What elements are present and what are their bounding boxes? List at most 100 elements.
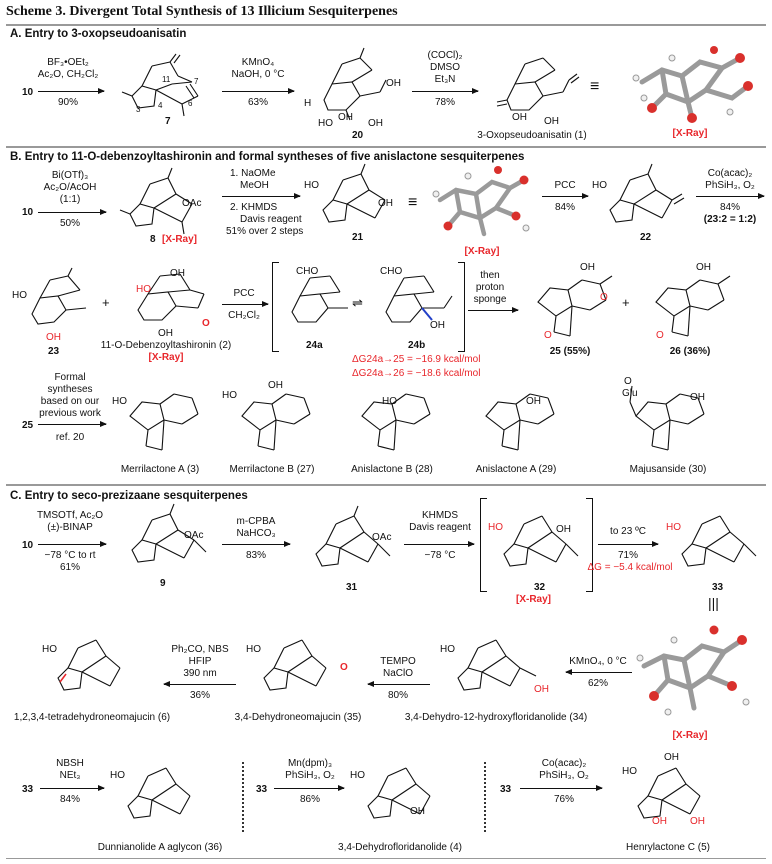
b-step4-reagent-3: 84%: [719, 202, 741, 213]
c-step5-arrow: [565, 669, 632, 675]
structure-30: [629, 385, 705, 451]
b-formal-reagent-1: Formal: [54, 372, 86, 383]
b-26-o: O: [656, 330, 664, 341]
a-step3-reagent-1: (COCl)₂: [427, 50, 463, 61]
c-row3-start-3: 33: [500, 784, 512, 795]
b-equilibrium: ⇌: [352, 295, 363, 310]
c-step1-reagent-1: TMSOTf, Ac₂O: [36, 510, 104, 521]
c-row3-2-yield: 86%: [299, 794, 321, 805]
structure-20: [323, 47, 387, 121]
b-step6-arrow: [468, 307, 519, 313]
c-step4-reagent-1: to 23 ºC: [610, 526, 646, 537]
structure-3: [129, 393, 199, 451]
structure-27: [241, 393, 311, 451]
b-plus-2: +: [622, 295, 630, 310]
c-row3-2-product: 3,4-Dehydrofloridanolide (4): [338, 842, 462, 853]
c-row3-1-arrow: [40, 785, 105, 791]
c-33-xray: [X-Ray]: [672, 730, 708, 741]
b-compound-26-label: 26 (36%): [669, 346, 711, 357]
structure-5: [637, 767, 701, 819]
c-row3-1-reagent-1: NBSH: [56, 758, 84, 769]
c-31-oac: OAc: [372, 532, 392, 543]
a-atom-7: 7: [194, 77, 199, 86]
c-compound-34-label: 3,4-Dehydro-12-hydroxyfloridanolide (34): [404, 712, 588, 723]
bottom-rule: [6, 858, 766, 859]
c-step7-reagent-2: HFIP: [188, 656, 212, 667]
c-row3-1-product: Dunnianolide A aglycon (36): [97, 842, 223, 853]
b-25-o: O: [544, 330, 552, 341]
b-compound-25-label: 25 (55%): [549, 346, 591, 357]
c-row3-start-2: 33: [256, 784, 268, 795]
c-4-oh: OH: [410, 806, 425, 817]
structure-24a: [291, 275, 348, 323]
a-step3-yield: 78%: [434, 97, 456, 108]
c-step6-reagent-2: NaClO: [382, 668, 414, 679]
c-row3-3-arrow: [520, 785, 603, 791]
b-8-xray: [X-Ray]: [162, 234, 198, 245]
a-20-h: H: [304, 98, 312, 109]
b-formal-start: 25: [22, 420, 34, 431]
b-26-oh: OH: [696, 262, 711, 273]
c-start-compound: 10: [22, 540, 34, 551]
b-2-oh1: OH: [170, 268, 185, 279]
c-row3-divider-2: [484, 762, 486, 832]
a-compound-7-label: 7: [165, 116, 171, 127]
c-9-oac: OAc: [184, 530, 204, 541]
c-step6-arrow: [367, 681, 430, 687]
equivalence-sign-c: |||: [708, 595, 719, 611]
a-step3-reagent-3: Et₃N: [434, 74, 456, 85]
structure-31: [315, 505, 391, 567]
c-4-ho: HO: [350, 770, 365, 781]
c-36-ho: HO: [110, 770, 125, 781]
section-a-b-rule: [6, 146, 766, 148]
c-step1-reagent-2: (±)-BINAP: [47, 522, 93, 533]
c-6-ho: HO: [42, 644, 57, 655]
b-step2-reagent-5: 51% over 2 steps: [226, 226, 304, 237]
a-20-oh3: OH: [368, 118, 383, 129]
c-row3-divider-1: [242, 762, 244, 832]
c-step5-yield: 62%: [587, 678, 609, 689]
b-compound-24b-label: 24b: [408, 340, 426, 351]
c-step1-arrow: [38, 541, 107, 547]
b-step3-yield: 84%: [554, 202, 576, 213]
b-formal-reagent-4: previous work: [39, 408, 101, 419]
c-compound-6-label: 1,2,3,4-tetradehydroneomajucin (6): [13, 712, 171, 723]
a-step1-arrow: [38, 88, 105, 94]
structure-21: [322, 163, 386, 223]
b-plus-1: +: [102, 295, 110, 310]
c-step7-arrow: [163, 681, 236, 687]
a-20-ho: HO: [318, 118, 333, 129]
a-start-compound: 10: [22, 87, 34, 98]
a-atom-6: 6: [188, 99, 193, 108]
c-row3-2-reagent-1: Mn(dpm)₃: [287, 758, 333, 769]
a-1-oh1: OH: [512, 112, 527, 123]
b-compound-22-label: 22: [640, 232, 652, 243]
a-atom-4: 4: [158, 101, 163, 110]
b-step5-reagent-2: CH₂Cl₂: [228, 310, 260, 321]
b-step3-arrow: [542, 193, 589, 199]
c-bracket-right: [586, 498, 593, 592]
c-step1-reagent-3: −78 °C to rt: [44, 550, 96, 561]
b-step2-reagent-3: 2. KHMDS: [230, 202, 278, 213]
c-row3-3-yield: 76%: [553, 794, 575, 805]
c-5-oh1: OH: [664, 752, 679, 763]
b-step1-reagent-2: Ac₂O/AcOH: [43, 182, 97, 193]
b-dg-1: ΔG24a→25 = −16.9 kcal/mol: [352, 354, 481, 365]
b-23-oh: OH: [46, 332, 61, 343]
c-compound-35-label: 3,4-Dehydroneomajucin (35): [234, 712, 362, 723]
c-compound-9-label: 9: [160, 578, 166, 589]
c-step6-yield: 80%: [387, 690, 409, 701]
structure-35: [263, 639, 327, 691]
a-20-oh1: OH: [386, 78, 401, 89]
structure-25: [537, 275, 613, 337]
b-24a-cho: CHO: [296, 266, 319, 277]
b-step5-reagent-1: PCC: [233, 288, 255, 299]
b-formal-arrow: [38, 421, 107, 427]
a-step1-yield: 90%: [57, 97, 79, 108]
c-row3-1-yield: 84%: [59, 794, 81, 805]
b-30-glu: Glu: [622, 388, 638, 399]
c-step2-arrow: [222, 541, 291, 547]
structure-24b: [385, 275, 453, 323]
b-start-compound: 10: [22, 207, 34, 218]
xray-image-21: [432, 166, 530, 237]
